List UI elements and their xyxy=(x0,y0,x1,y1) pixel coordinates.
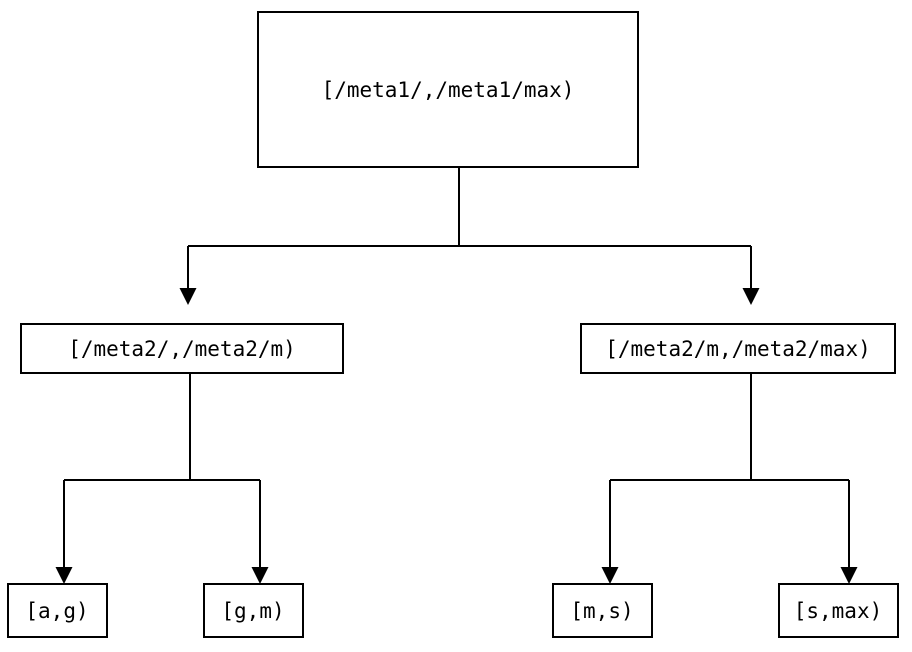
node-leaf-1-label: [a,g) xyxy=(25,599,88,623)
node-leaf-3-box[interactable] xyxy=(552,583,653,638)
arrowhead-root-to-mid-right xyxy=(742,288,760,305)
arrowhead-root-to-mid-left xyxy=(179,288,197,305)
edge-group-midleft-to-leaves xyxy=(55,373,269,584)
node-mid-left-box[interactable] xyxy=(20,323,344,374)
edge-group-midright-to-leaves xyxy=(601,373,858,584)
node-root-box[interactable] xyxy=(257,11,639,168)
node-leaf-2[interactable]: [g,m) xyxy=(203,583,304,638)
arrowhead-midleft-to-leaf-1 xyxy=(55,567,73,584)
node-leaf-4[interactable]: [s,max) xyxy=(778,583,899,638)
node-root[interactable]: [/meta1/,/meta1/max) xyxy=(257,11,639,168)
node-leaf-1[interactable]: [a,g) xyxy=(7,583,108,638)
node-mid-left-label: [/meta2/,/meta2/m) xyxy=(68,337,296,361)
node-leaf-3[interactable]: [m,s) xyxy=(552,583,653,638)
node-leaf-2-box[interactable] xyxy=(203,583,304,638)
node-leaf-4-box[interactable] xyxy=(778,583,899,638)
node-leaf-2-label: [g,m) xyxy=(221,599,284,623)
node-mid-left[interactable]: [/meta2/,/meta2/m) xyxy=(20,323,344,374)
arrowhead-midright-to-leaf-3 xyxy=(601,567,619,584)
node-root-label: [/meta1/,/meta1/max) xyxy=(322,78,575,102)
edge-group-root-to-mid xyxy=(179,167,760,305)
node-leaf-4-label: [s,max) xyxy=(794,599,883,623)
node-mid-right[interactable]: [/meta2/m,/meta2/max) xyxy=(580,323,896,374)
node-mid-right-label: [/meta2/m,/meta2/max) xyxy=(605,337,871,361)
arrowhead-midright-to-leaf-4 xyxy=(840,567,858,584)
node-mid-right-box[interactable] xyxy=(580,323,896,374)
node-leaf-1-box[interactable] xyxy=(7,583,108,638)
node-leaf-3-label: [m,s) xyxy=(570,599,633,623)
arrowhead-midleft-to-leaf-2 xyxy=(251,567,269,584)
